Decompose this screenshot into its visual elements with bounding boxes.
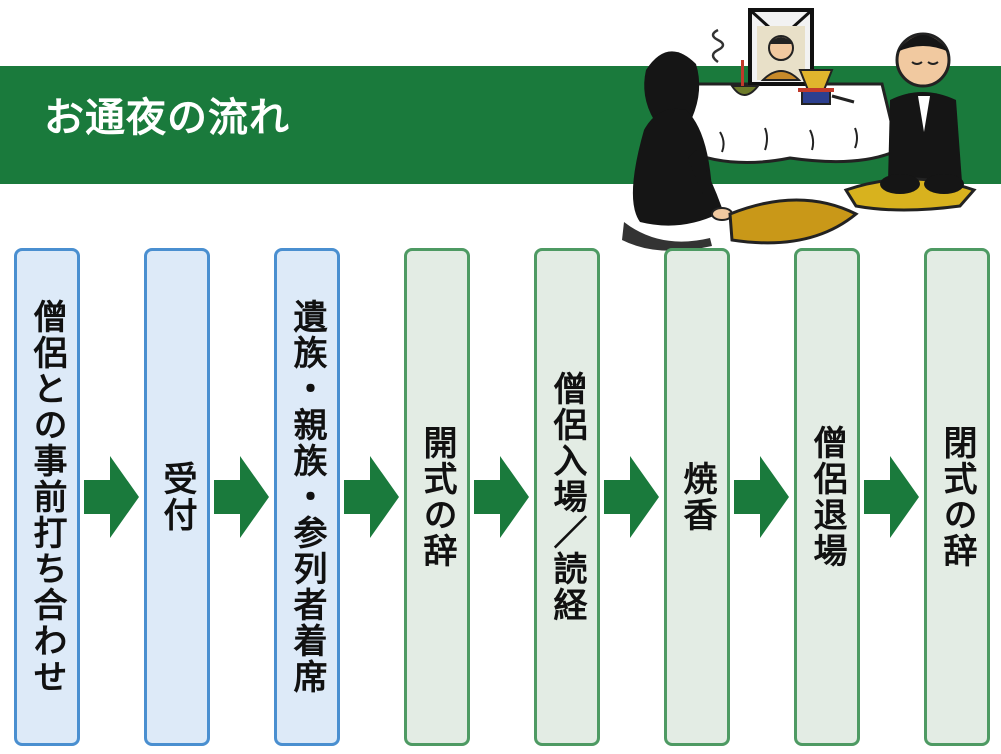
arrow-right-icon [344,456,399,538]
step-label: 僧侶入場／読経 [547,371,587,623]
arrow-right-icon [84,456,139,538]
step-label: 焼香 [677,461,717,533]
step-box-2: 受付 [144,248,210,746]
arrow-right-icon [734,456,789,538]
step-label: 閉式の辞 [937,425,977,569]
step-label: 開式の辞 [417,425,457,569]
arrow-right-icon [474,456,529,538]
arrow-right-icon [214,456,269,538]
smoke-icon [711,28,725,64]
arrow-right-icon [864,456,919,538]
wake-ceremony-illustration [622,8,977,251]
step-box-7: 僧侶退場 [794,248,860,746]
step-label: 受付 [157,461,197,533]
step-label: 僧侶退場 [807,425,847,569]
altar-table [682,82,900,164]
step-box-1: 僧侶との事前打ち合わせ [14,248,80,746]
page-title: お通夜の流れ [44,95,290,141]
step-box-6: 焼香 [664,248,730,746]
arrow-right-icon [604,456,659,538]
cushion [728,198,859,245]
step-label: 遺族・親族・参列者着席 [287,299,327,695]
step-box-8: 閉式の辞 [924,248,990,746]
step-box-4: 開式の辞 [404,248,470,746]
step-label: 僧侶との事前打ち合わせ [27,299,67,695]
step-box-3: 遺族・親族・参列者着席 [274,248,340,746]
step-box-5: 僧侶入場／読経 [534,248,600,746]
mourner-woman [644,51,700,120]
